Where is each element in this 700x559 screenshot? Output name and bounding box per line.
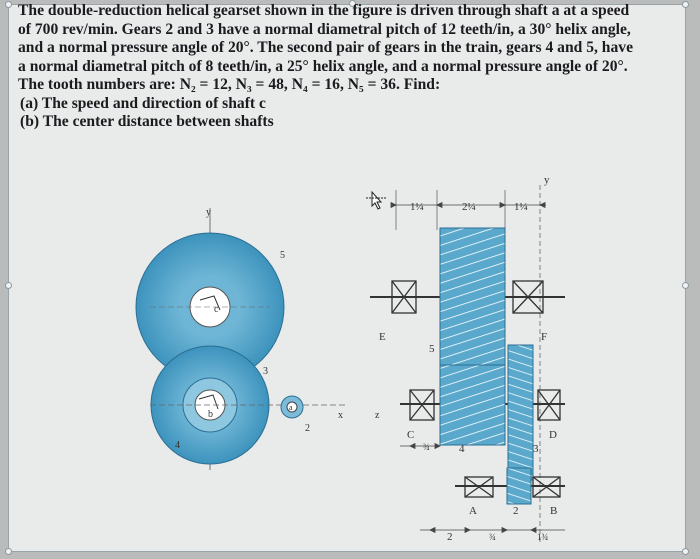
label-gear-5: 5 — [280, 250, 285, 261]
end-view: y 5 c 3 b 4 2 a x z — [135, 207, 380, 470]
problem-line: The double-reduction helical gearset sho… — [18, 2, 630, 19]
label-F: F — [541, 331, 547, 343]
dim-1-1-4b: 1¼ — [514, 201, 528, 213]
bearing-E — [391, 280, 417, 314]
label-gear-5-side: 5 — [429, 343, 435, 355]
hub-c-mark — [199, 295, 221, 311]
question-a: (a) The speed and direction of shaft c — [20, 94, 266, 112]
problem-line: a normal diametral pitch of 8 teeth/in, … — [18, 57, 628, 75]
top-dimension-row — [390, 201, 546, 209]
hub-b-mark — [198, 394, 219, 410]
bearing-D — [537, 389, 561, 421]
left-dimension-row — [400, 442, 441, 450]
shaft-a-hub — [286, 401, 298, 413]
label-x: x — [338, 410, 343, 421]
label-gear-2: 2 — [305, 423, 310, 434]
resize-handle-mr[interactable] — [682, 282, 689, 289]
resize-handle-br[interactable] — [682, 548, 689, 555]
dim-1-1-4: 1¼ — [410, 201, 424, 213]
bearing-B — [532, 476, 561, 498]
label-gear-3-side: 3 — [533, 443, 539, 455]
label-E: E — [379, 331, 386, 343]
gear-2-side — [506, 467, 532, 505]
cursor-icon — [366, 190, 386, 210]
label-gear-3: 3 — [263, 366, 268, 377]
resize-handle-tl[interactable] — [5, 1, 12, 8]
label-C: C — [407, 429, 414, 441]
label-shaft-a: a — [289, 403, 293, 412]
problem-line: of 700 rev/min. Gears 2 and 3 have a nor… — [18, 20, 631, 38]
rotate-handle[interactable] — [349, 0, 356, 7]
label-shaft-b: b — [208, 409, 213, 420]
bottom-dimension-row — [420, 526, 565, 534]
label-B: B — [550, 505, 557, 517]
question-b: (b) The center distance between shafts — [20, 113, 274, 130]
bearing-C — [409, 389, 435, 421]
gear-3-side — [507, 344, 534, 481]
resize-handle-bl[interactable] — [5, 548, 12, 555]
document-frame — [8, 4, 686, 552]
label-D: D — [549, 429, 557, 441]
label-gear-4: 4 — [175, 440, 180, 451]
problem-text: The double-reduction helical gearset sho… — [18, 2, 682, 132]
dim-2: 2 — [447, 531, 453, 543]
label-shaft-c: c — [214, 304, 219, 315]
label-gear-4-side: 4 — [459, 443, 465, 455]
side-view: 1¼ 2¼ 1¼ y — [366, 174, 565, 545]
label-z: z — [375, 410, 380, 421]
label-y-right: y — [544, 174, 550, 186]
dim-1-3-4: 1¾ — [537, 532, 549, 542]
resize-handle-ml[interactable] — [5, 282, 12, 289]
dim-3-4-left: ¾ — [423, 442, 430, 452]
gear-4-side — [439, 364, 506, 446]
bearing-A — [464, 476, 494, 498]
label-A: A — [469, 505, 477, 517]
resize-handle-tr[interactable] — [682, 1, 689, 8]
bearing-F — [512, 280, 544, 314]
problem-line: The tooth numbers are: N₂ = 12, N₃ = 48,… — [18, 76, 441, 93]
dim-3-4: ¾ — [489, 532, 496, 542]
label-gear-2-side: 2 — [513, 505, 519, 517]
label-y: y — [206, 207, 211, 218]
problem-line: and a normal pressure angle of 20°. The … — [18, 39, 633, 56]
dim-2-1-4: 2¼ — [462, 201, 476, 213]
